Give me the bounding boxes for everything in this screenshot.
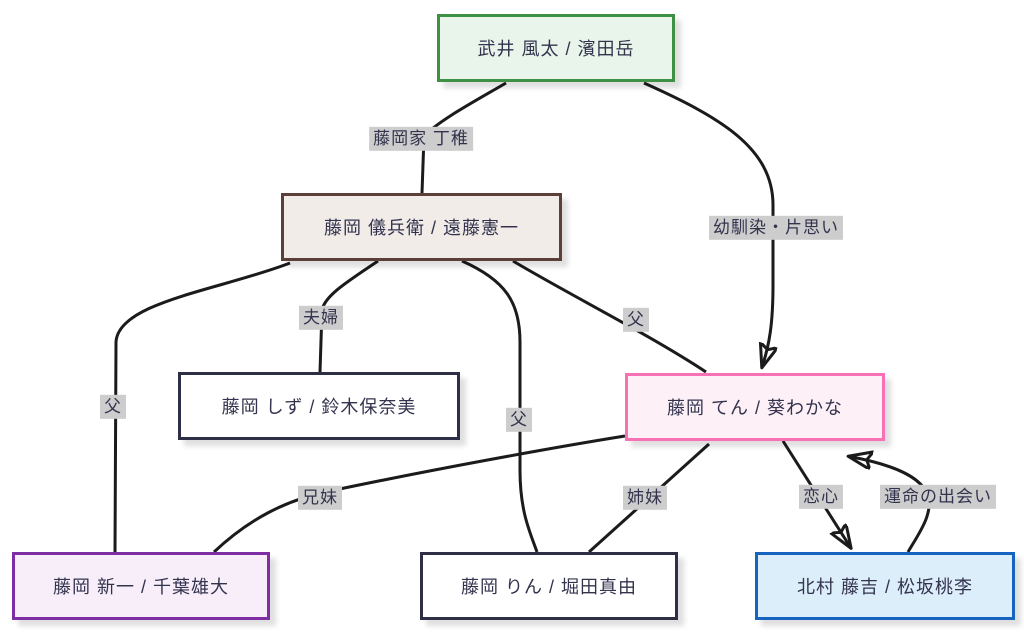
edge-label-rin-ten: 姉妹 <box>623 485 667 511</box>
edge-gihei-shinichi <box>113 261 291 553</box>
edge-label-gihei-ten: 父 <box>623 307 649 333</box>
edge-label-futa-gihei: 藤岡家 丁稚 <box>369 126 473 152</box>
edge-label-gihei-shizu: 夫婦 <box>299 305 343 331</box>
edge-label-gihei-rin: 父 <box>506 407 532 433</box>
node-fujioka-shinichi: 藤岡 新一 / 千葉雄大 <box>12 552 270 620</box>
node-kitamura-tokichi: 北村 藤吉 / 松坂桃李 <box>755 552 1015 620</box>
node-fujioka-shizu: 藤岡 しず / 鈴木保奈美 <box>178 372 460 440</box>
edge-label-futa-ten: 幼馴染・片思い <box>709 215 843 241</box>
edge-gihei-rin <box>461 259 539 553</box>
edge-shinichi-ten <box>212 434 626 554</box>
edge-futa-ten <box>643 81 773 364</box>
edge-label-gihei-shinichi: 父 <box>100 394 126 420</box>
edge-label-ten-tokichi: 恋心 <box>799 484 843 510</box>
node-fujioka-rin: 藤岡 りん / 堀田真由 <box>420 552 678 620</box>
edge-label-tokichi-ten: 運命の出会い <box>880 484 996 510</box>
edge-label-shinichi-ten: 兄妹 <box>298 485 342 511</box>
node-fujioka-ten: 藤岡 てん / 葵わかな <box>625 373 885 441</box>
node-takei-futa: 武井 風太 / 濱田岳 <box>437 14 675 82</box>
edge-gihei-ten <box>512 259 707 374</box>
node-fujioka-gihei: 藤岡 儀兵衛 / 遠藤憲一 <box>281 193 562 261</box>
